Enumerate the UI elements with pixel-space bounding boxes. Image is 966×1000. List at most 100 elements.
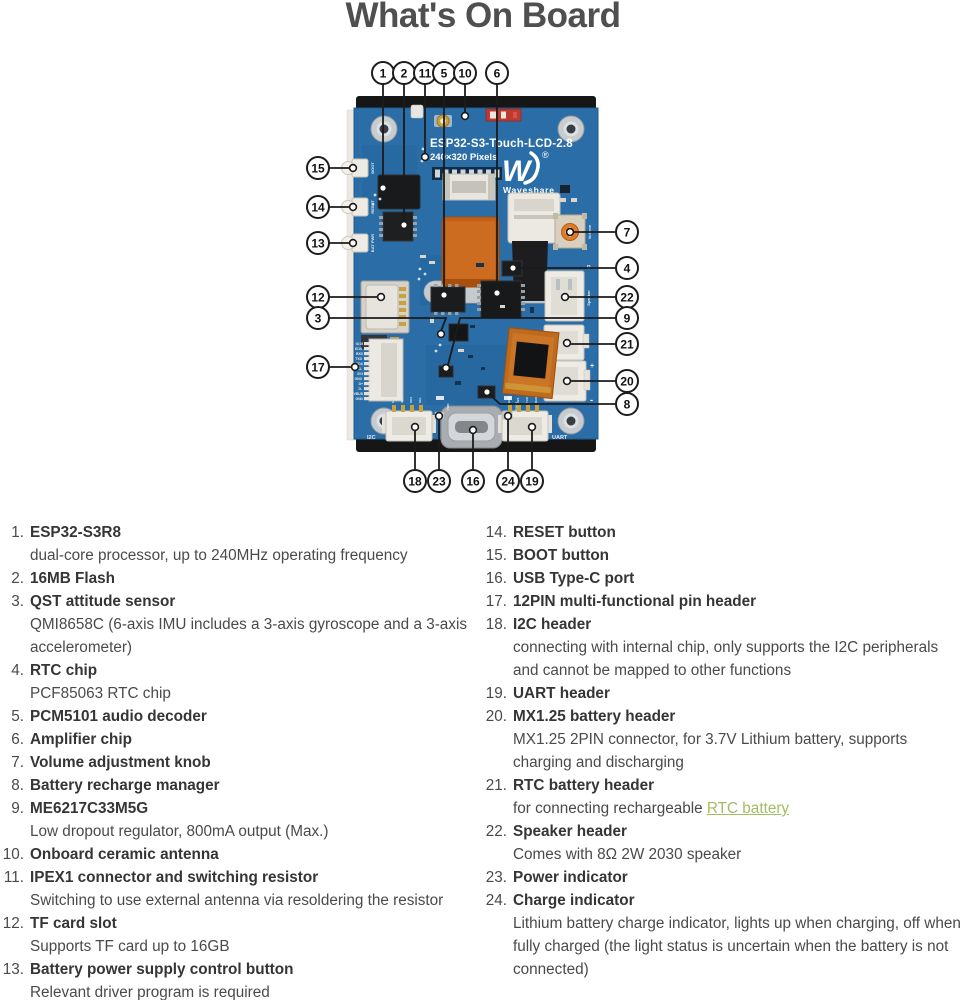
svg-text:8: 8 [624, 397, 631, 411]
legend-item-description: Comes with 8Ω 2W 2030 speaker [513, 846, 742, 863]
fpc-connector [507, 192, 561, 244]
legend-item-14: 14.RESET button [483, 521, 966, 544]
screw-hole [370, 115, 398, 143]
svg-text:RXD: RXD [534, 396, 538, 403]
svg-text:®: ® [542, 150, 549, 160]
legend-item-description: for connecting rechargeable RTC battery [513, 797, 966, 820]
svg-text:4: 4 [624, 261, 631, 275]
svg-text:PWR: PWR [446, 403, 450, 411]
legend-item-title: Battery power supply control button [30, 961, 294, 978]
page-title: What's On Board [345, 0, 622, 35]
legend-item-title: ME6217C33M5G [30, 800, 149, 817]
svg-text:13: 13 [311, 236, 325, 250]
callout-14: 14 [306, 195, 330, 219]
legend-item-description: Low dropout regulator, 800mA output (Max… [30, 823, 329, 840]
callout-13: 13 [306, 231, 330, 255]
svg-text:1: 1 [380, 66, 387, 80]
svg-text:14: 14 [311, 200, 325, 214]
svg-text:7: 7 [624, 225, 631, 239]
legend-item-15: 15.BOOT button [483, 544, 966, 567]
board-diagram: ESP32-S3-Touch-LCD-2.8 240×320 Pixels W … [306, 61, 639, 493]
svg-text:TXD: TXD [525, 396, 529, 403]
svg-text:Charge: Charge [514, 402, 518, 413]
svg-text:15: 15 [311, 161, 325, 175]
legend-item-number: 23. [485, 869, 507, 886]
legend-item-number: 5. [11, 708, 24, 725]
rtc-battery-link[interactable]: RTC battery [706, 800, 790, 817]
legend-item-number: 17. [485, 593, 507, 610]
legend-item-23: 23.Power indicator [483, 866, 966, 889]
legend-item-number: 14. [485, 524, 507, 541]
svg-text:22: 22 [620, 290, 634, 304]
callout-1: 1 [371, 61, 395, 85]
legend-item-number: 3. [11, 593, 24, 610]
legend-item-6: 6.Amplifier chip [0, 728, 483, 751]
callout-18: 18 [403, 469, 427, 493]
legend-item-number: 15. [485, 547, 507, 564]
legend-item-number: 21. [485, 777, 507, 794]
legend-item-number: 19. [485, 685, 507, 702]
legend-item-number: 8. [11, 777, 24, 794]
legend-item-17: 17. 12PIN multi-functional pin header [483, 590, 966, 613]
svg-text:2: 2 [401, 66, 408, 80]
legend-item-number: 11. [3, 869, 24, 886]
svg-text:17: 17 [311, 360, 325, 374]
board-name-silk: ESP32-S3-Touch-LCD-2.8 [430, 138, 573, 150]
svg-text:23: 23 [432, 474, 446, 488]
legend-item-title: Battery recharge manager [30, 777, 220, 794]
legend-item-description: Supports TF card up to 16GB [30, 938, 230, 955]
speaker-header: R Speaker [544, 265, 591, 322]
i2c-header: I2C GND 3V3 SDA SCL [367, 396, 436, 442]
svg-text:12: 12 [311, 290, 325, 304]
svg-text:-: - [590, 395, 593, 405]
callout-3: 3 [306, 306, 330, 330]
legend-item-number: 1. [11, 524, 24, 541]
legend-item-number: 2. [11, 570, 24, 587]
legend-item-number: 10. [2, 846, 24, 863]
callout-19: 19 [520, 469, 544, 493]
svg-text:3V3: 3V3 [400, 397, 404, 403]
callout-11: 11 [413, 61, 437, 85]
legend-item-title: I2C header [513, 616, 592, 633]
legend-item-2: 2.16MB Flash [0, 567, 483, 590]
legend-item-number: 12. [2, 915, 24, 932]
board-resolution-silk: 240×320 Pixels [430, 152, 497, 163]
callout-20: 20 [615, 369, 639, 393]
callout-2: 2 [392, 61, 416, 85]
svg-text:UART: UART [552, 435, 568, 441]
pcb-board: ESP32-S3-Touch-LCD-2.8 240×320 Pixels W … [341, 96, 599, 452]
svg-text:SCL: SCL [418, 397, 422, 403]
legend-item-title: 12PIN multi-functional pin header [513, 593, 757, 610]
callout-5: 5 [432, 61, 456, 85]
passive-components [371, 147, 577, 385]
legend-item-description: connecting with internal chip, only supp… [513, 639, 939, 679]
legend-item-title: RTC chip [30, 662, 98, 679]
small-connector [410, 104, 424, 119]
legend-item-title: UART header [513, 685, 610, 702]
legend-item-title: Amplifier chip [30, 731, 132, 748]
legend-item-description: PCF85063 RTC chip [30, 685, 171, 702]
legend-item-description: Relevant driver program is required [30, 984, 270, 1000]
waveshare-logo: W ® Waveshare [502, 150, 554, 195]
svg-text:BAT PWR: BAT PWR [370, 234, 375, 252]
legend-item-title: Speaker header [513, 823, 627, 840]
callout-15: 15 [306, 156, 330, 180]
callout-21: 21 [615, 332, 639, 356]
svg-text:I2C: I2C [367, 435, 376, 441]
svg-text:5: 5 [441, 66, 448, 80]
svg-text:6: 6 [494, 66, 501, 80]
svg-text:RESET: RESET [370, 200, 375, 214]
legend-item-number: 24. [485, 892, 507, 909]
